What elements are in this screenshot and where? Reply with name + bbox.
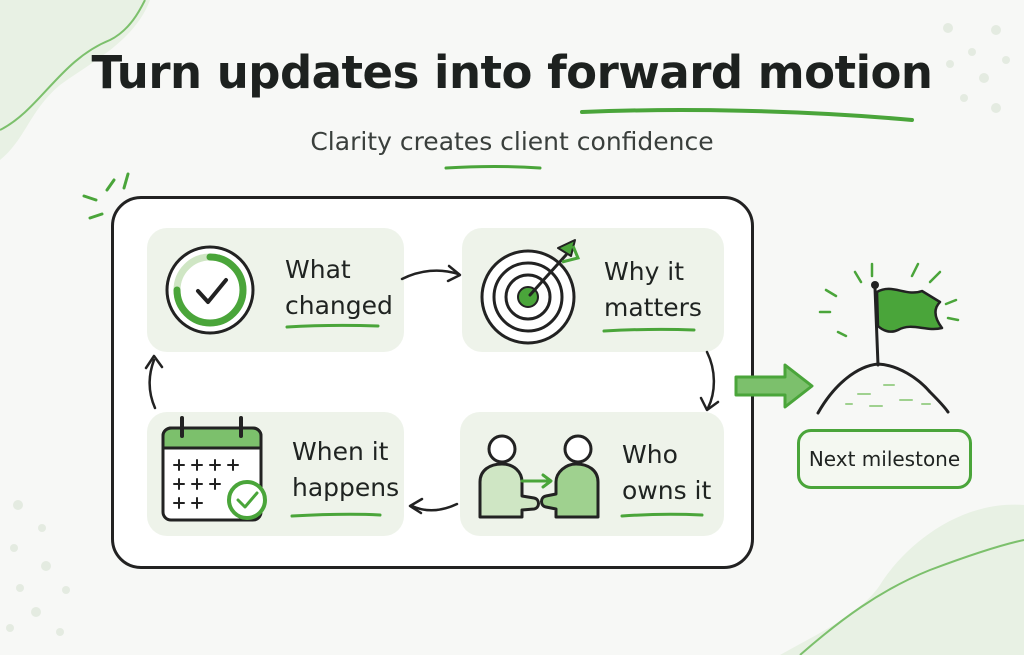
title-highlight: forward motion <box>547 46 933 99</box>
page-title: Turn updates into forward motion <box>0 46 1024 99</box>
subtitle: Clarity creates client confidence <box>310 127 714 156</box>
milestone-badge: Next milestone <box>797 429 972 489</box>
milestone-label: Next milestone <box>808 447 961 471</box>
step-label-who-owns-it: Who owns it <box>622 440 712 505</box>
step-label-why-it-matters: Why it matters <box>604 257 702 322</box>
title-part-1: Turn updates into <box>91 46 548 99</box>
title-part-2: forward motion <box>547 46 933 99</box>
step-label-what-changed: What changed <box>285 255 393 320</box>
step-label-when-it-happens: When it happens <box>292 437 400 502</box>
